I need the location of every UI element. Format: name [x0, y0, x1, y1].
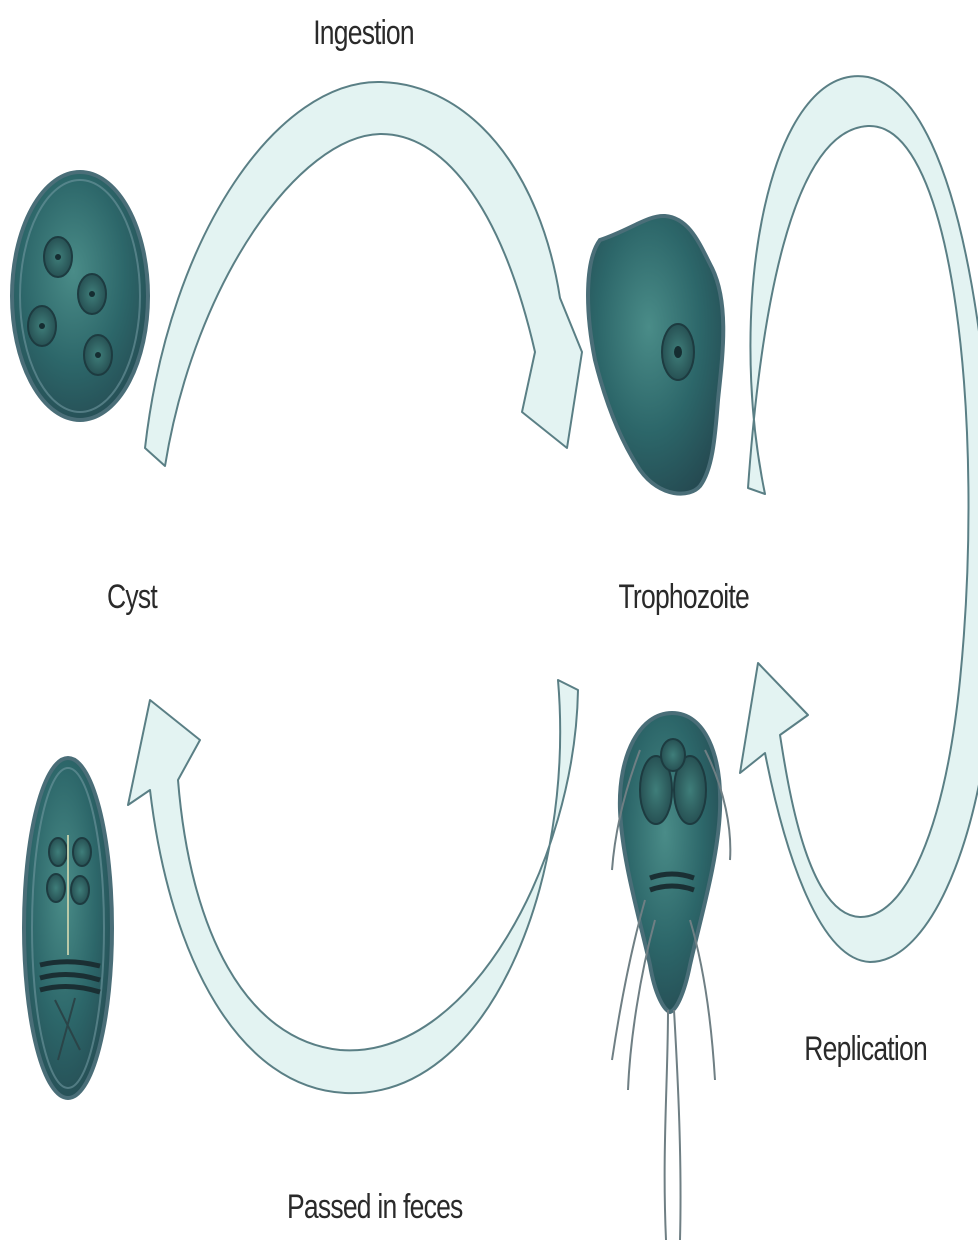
passed-in-feces-arrow	[128, 680, 578, 1093]
trophozoite-flagellate-icon	[612, 713, 730, 1240]
replication-arrow	[740, 76, 978, 962]
label-cyst: Cyst	[101, 578, 163, 617]
label-passed-in-feces: Passed in feces	[287, 1188, 443, 1227]
label-trophozoite: Trophozoite	[619, 578, 736, 617]
label-ingestion: Ingestion	[313, 14, 407, 53]
ingestion-arrow	[145, 82, 582, 466]
cyst-round-icon	[12, 172, 148, 420]
cyst-oval-icon	[24, 758, 112, 1098]
label-replication: Replication	[804, 1030, 905, 1069]
trophozoite-amoeboid-icon	[588, 216, 723, 494]
